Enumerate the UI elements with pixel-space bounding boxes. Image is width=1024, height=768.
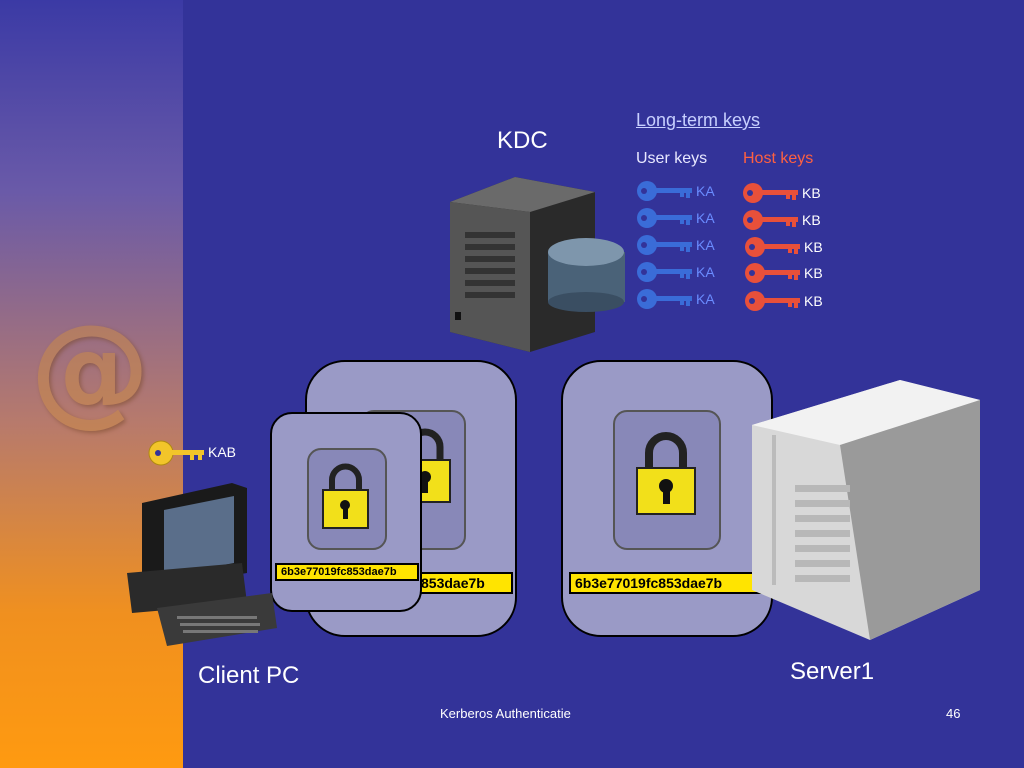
session-key-label: KAB: [208, 444, 237, 460]
ticket-hex-server: 6b3e77019fc853dae7b: [569, 572, 769, 594]
host-key-kb: KB: [744, 262, 823, 284]
key-icon: [637, 235, 692, 255]
user-key-ka: KA: [636, 180, 715, 202]
user-key-ka: KA: [636, 288, 715, 310]
host-key-kb: KB: [744, 290, 823, 312]
key-label: KB: [804, 293, 823, 309]
padlock-icon: [636, 432, 696, 515]
key-icon: [148, 440, 204, 466]
key-label: KA: [696, 183, 715, 199]
key-icon: [637, 208, 692, 228]
kdc-server-icon: [450, 177, 625, 352]
footer-title: Kerberos Authenticatie: [440, 706, 571, 721]
server1-label: Server1: [790, 658, 875, 685]
client-pc-label: Client PC: [198, 662, 300, 689]
key-icon: [743, 210, 798, 230]
key-icon: [637, 289, 692, 309]
kdc-label: KDC: [497, 127, 548, 154]
decorative-gradient-strip: [0, 0, 183, 768]
key-icon: [745, 263, 800, 283]
host-key-kb: KB: [744, 236, 823, 258]
key-label: KB: [804, 265, 823, 281]
key-icon: [637, 181, 692, 201]
key-label: KA: [696, 237, 715, 253]
page-number: 46: [946, 706, 961, 721]
key-icon: [637, 262, 692, 282]
key-label: KB: [802, 212, 821, 228]
client-pc-icon: [127, 483, 277, 646]
server1-icon: [752, 380, 980, 640]
host-keys-heading: Host keys: [743, 150, 814, 167]
at-sign-icon: @: [30, 300, 150, 439]
long-term-keys-link[interactable]: Long-term keys: [636, 110, 761, 130]
key-icon: [743, 183, 798, 203]
key-label: KA: [696, 291, 715, 307]
key-icon: [745, 237, 800, 257]
host-key-kb: KB: [742, 182, 821, 204]
ticket-hex-back: 853dae7b: [415, 572, 513, 594]
key-label: KA: [696, 264, 715, 280]
session-key-kab: [148, 440, 206, 466]
key-label: KB: [804, 239, 823, 255]
user-keys-heading: User keys: [636, 150, 708, 167]
user-key-ka: KA: [636, 234, 715, 256]
key-label: KB: [802, 185, 821, 201]
key-icon: [745, 291, 800, 311]
ticket-hex-front: 6b3e77019fc853dae7b: [275, 563, 419, 581]
key-label: KA: [696, 210, 715, 226]
padlock-icon: [322, 463, 369, 529]
database-icon: [548, 238, 625, 312]
user-key-ka: KA: [636, 261, 715, 283]
user-key-ka: KA: [636, 207, 715, 229]
host-key-kb: KB: [742, 209, 821, 231]
